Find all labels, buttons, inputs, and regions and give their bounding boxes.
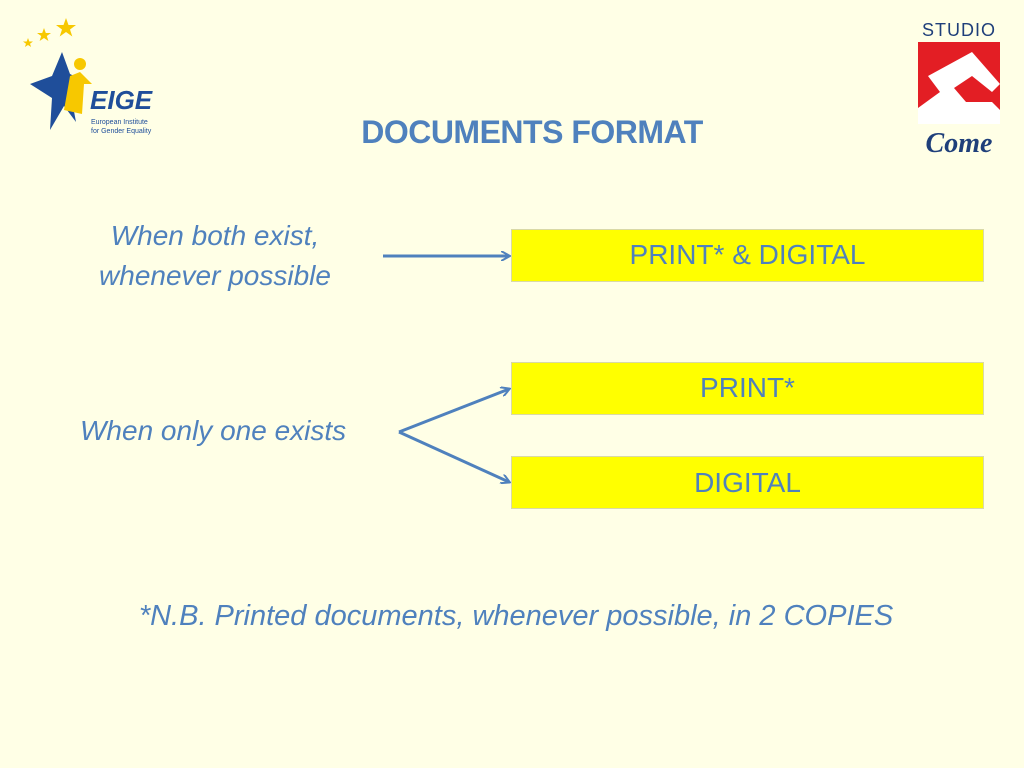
eige-line1: European Institute [91,119,148,126]
footnote: *N.B. Printed documents, whenever possib… [138,600,894,632]
arrow-to-print [398,389,509,434]
studio-wordmark: STUDIO [922,20,996,40]
label-both-line2: whenever possible [99,260,331,291]
c-shape-icon [918,52,1000,124]
eige-wordmark: EIGE [90,85,153,115]
star-icon [56,18,76,37]
page-title: DOCUMENTS FORMAT [361,114,703,150]
star-icon [37,28,51,41]
studio-come-logo: STUDIO Come [918,20,1000,158]
eige-logo: EIGE European Institute for Gender Equal… [23,18,153,135]
eige-line2: for Gender Equality [91,128,152,135]
arrow-to-digital [398,430,509,482]
come-wordmark: Come [926,128,993,158]
star-icon [23,38,33,47]
label-both-line1: When both exist, [110,220,320,251]
label-only-one: When only one exists [80,415,347,446]
box-print-and-digital: PRINT* & DIGITAL [511,229,984,282]
label-both-exist: When both exist, whenever possible [60,216,370,296]
box-digital: DIGITAL [511,456,984,509]
box-print: PRINT* [511,362,984,415]
figure-icon [64,72,92,114]
